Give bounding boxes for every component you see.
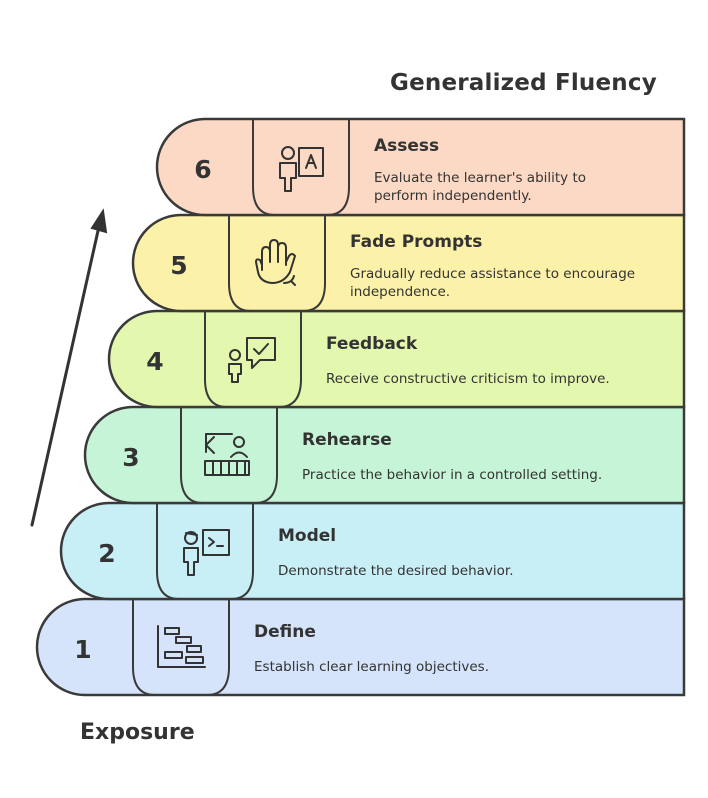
step-title-fade-prompts: Fade Prompts bbox=[350, 232, 483, 252]
step-band-shape-fade-prompts bbox=[131, 213, 686, 313]
step-title-assess: Assess bbox=[374, 136, 440, 156]
presenter-code-icon bbox=[183, 529, 230, 576]
step-band-shape-rehearse bbox=[83, 405, 686, 505]
bottom-label-exposure: Exposure bbox=[80, 720, 195, 745]
step-band-model bbox=[59, 501, 686, 601]
step-description-fade-prompts: Gradually reduce assistance to encourage… bbox=[350, 266, 636, 300]
step-description-model: Demonstrate the desired behavior. bbox=[278, 563, 514, 579]
step-number-6: 6 bbox=[194, 155, 212, 184]
top-label-generalized-fluency: Generalized Fluency bbox=[390, 70, 657, 96]
step-description-define: Establish clear learning objectives. bbox=[254, 659, 490, 675]
icon-tab-feedback bbox=[204, 311, 302, 408]
step-number-1: 1 bbox=[74, 635, 92, 664]
step-band-feedback bbox=[107, 309, 686, 409]
gantt-chart-icon bbox=[157, 625, 206, 668]
person-chat-check-icon bbox=[228, 337, 276, 383]
step-title-define: Define bbox=[254, 622, 316, 642]
step-band-rehearse bbox=[83, 405, 686, 505]
step-description-assess: Evaluate the learner's ability to perfor… bbox=[374, 170, 587, 204]
icon-tab-define bbox=[132, 599, 230, 696]
step-title-model: Model bbox=[278, 526, 337, 546]
step-number-3: 3 bbox=[122, 443, 140, 472]
step-band-shape-define bbox=[35, 597, 686, 697]
progress-arrow bbox=[30, 208, 108, 527]
icon-tab-fade-prompts bbox=[228, 215, 326, 312]
waving-hand-icon bbox=[255, 239, 296, 286]
step-band-shape-model bbox=[59, 501, 686, 601]
step-title-rehearse: Rehearse bbox=[302, 430, 392, 450]
step-band-define bbox=[35, 597, 686, 697]
step-description-rehearse: Practice the behavior in a controlled se… bbox=[302, 467, 603, 483]
step-number-4: 4 bbox=[146, 347, 164, 376]
step-number-2: 2 bbox=[98, 539, 116, 568]
step-number-5: 5 bbox=[170, 251, 188, 280]
icon-tab-model bbox=[156, 503, 254, 600]
teacher-board-icon bbox=[279, 146, 324, 192]
step-description-feedback: Receive constructive criticism to improv… bbox=[326, 371, 610, 387]
step-band-fade-prompts bbox=[131, 213, 686, 313]
step-title-feedback: Feedback bbox=[326, 334, 418, 354]
step-band-shape-feedback bbox=[107, 309, 686, 409]
rehearsal-stage-icon bbox=[204, 433, 250, 476]
icon-tab-rehearse bbox=[180, 407, 278, 504]
icon-tab-assess bbox=[252, 119, 350, 216]
